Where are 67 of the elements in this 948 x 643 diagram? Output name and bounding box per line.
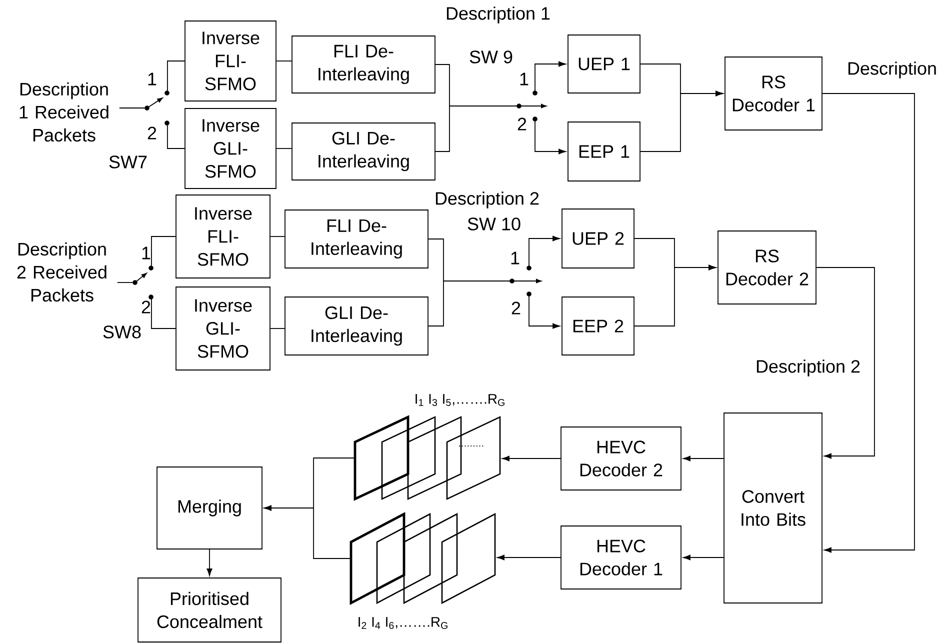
switch-label: 1: [520, 72, 528, 86]
process-box: Inverse FLI-SFMO: [184, 20, 276, 102]
arrow: [822, 93, 915, 553]
connector-line: [167, 123, 185, 149]
row-label: Description 2: [436, 192, 539, 208]
connector-line: [117, 282, 133, 283]
connector-line: [151, 297, 176, 329]
process-box: HEVC Decoder 2: [560, 426, 682, 490]
edge-label: Description: [846, 60, 938, 80]
connector-line: [167, 60, 185, 93]
process-box: RS Decoder 2: [718, 230, 816, 304]
process-box: Convert Into Bits: [724, 412, 822, 604]
process-box: Inverse GLI-SFMO: [176, 286, 270, 370]
connector-line: [428, 280, 512, 326]
process-box: HEVC Decoder 1: [560, 526, 682, 590]
arrow: [683, 456, 724, 462]
process-box: Inverse GLI-SFMO: [184, 108, 276, 189]
arrow: [640, 90, 723, 152]
process-box: EEP 1: [568, 122, 640, 182]
arrow: [634, 264, 716, 326]
input-label: Description 1 Received Packets: [20, 82, 108, 142]
process-box: GLI De-Interleaving: [292, 122, 436, 180]
arrow: [534, 61, 566, 93]
arrow: [497, 554, 561, 560]
process-box: RS Decoder 1: [724, 56, 822, 130]
process-box: UEP 1: [568, 34, 640, 94]
process-box: FLI De-Interleaving: [284, 210, 428, 268]
frame-sequence-label: I$_{2}$ I$_{4}$ I$_{6}$,…….R$_{G}$: [358, 617, 448, 629]
process-box: Inverse FLI-SFMO: [176, 194, 270, 278]
process-box: EEP 2: [562, 296, 634, 356]
connector-line: [276, 148, 292, 149]
process-box: FLI De-Interleaving: [292, 36, 436, 94]
arrow: [816, 267, 875, 459]
input-label: Description 2 Received Packets: [17, 242, 106, 302]
connector-line: [435, 106, 519, 152]
switch-label: SW7: [109, 156, 147, 168]
row-label: Description 1: [446, 6, 550, 24]
switch-symbol: [144, 90, 170, 126]
switch-label: 2: [512, 302, 520, 314]
edge-label: Description 2: [754, 358, 862, 378]
switch-label: 1: [142, 246, 150, 260]
arrow: [528, 294, 560, 329]
arrow: [264, 505, 351, 559]
process-box: GLI De-Interleaving: [284, 296, 428, 356]
switch-label: 2: [142, 300, 150, 314]
connector-line: [270, 328, 285, 329]
arrow: [206, 549, 212, 576]
switch-label: SW8: [103, 326, 141, 338]
switch-label: 2: [148, 126, 156, 140]
switch-label: SW 10: [468, 218, 520, 230]
process-box: UEP 2: [562, 208, 634, 268]
switch-symbol: [132, 266, 154, 300]
connector-line: [276, 60, 292, 62]
arrow: [534, 119, 566, 154]
arrow: [683, 554, 724, 560]
process-box: Merging: [156, 466, 262, 550]
connector-line: [151, 236, 176, 268]
switch-label: SW 9: [470, 50, 512, 64]
arrow: [528, 236, 560, 268]
switch-label: 2: [518, 118, 526, 130]
switch-symbol: [510, 266, 542, 296]
process-box: Prioritised Concealment: [138, 578, 282, 642]
connector-line: [270, 236, 285, 237]
arrow: [502, 456, 561, 462]
switch-label: 1: [148, 72, 156, 86]
frame-sequence-label: I$_{1}$ I$_{3}$ I$_{5}$,…….R$_{G}$: [416, 394, 504, 406]
switch-label: 1: [511, 252, 520, 264]
